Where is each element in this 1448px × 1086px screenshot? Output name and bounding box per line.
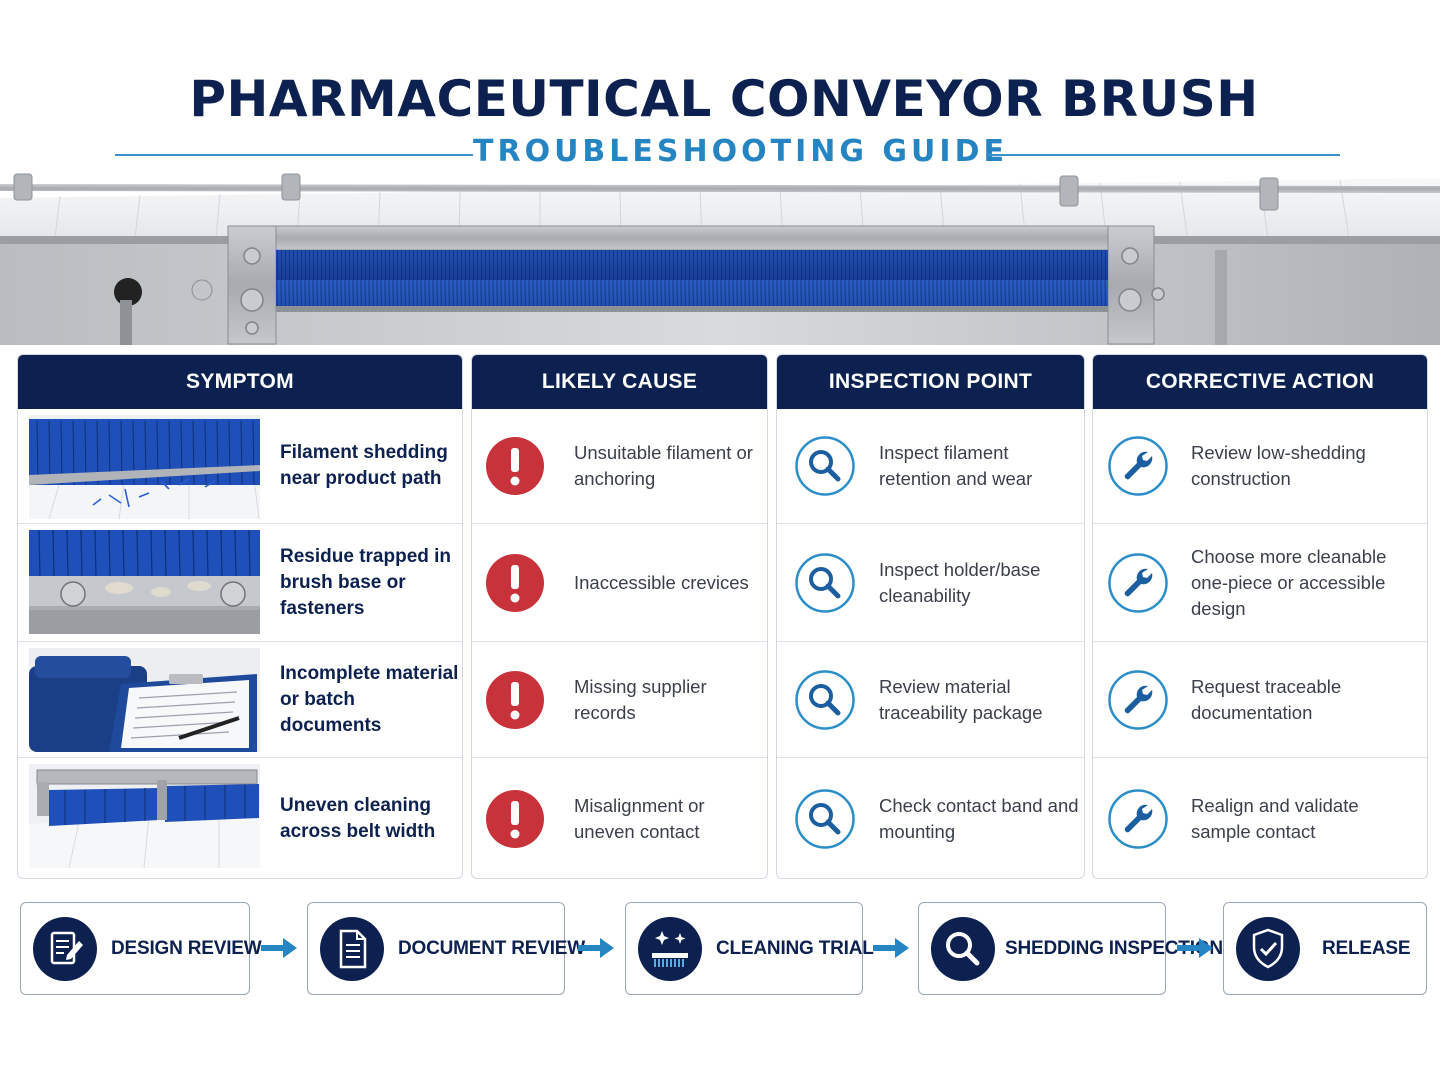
- table-row: Review low-shedding construction: [1093, 409, 1427, 523]
- cause-text: Unsuitable filament or anchoring: [574, 442, 753, 489]
- action-text: Review low-shedding construction: [1191, 442, 1366, 489]
- table-row: Inspect holder/base cleanability: [777, 523, 1084, 641]
- process-step-release: RELEASE: [1223, 902, 1427, 995]
- wrench-icon: [1108, 669, 1168, 730]
- exclamation-icon: [485, 670, 545, 730]
- inspection-text: Inspect holder/base cleanability: [879, 558, 1041, 606]
- cause-text: Misalignment or uneven contact: [574, 795, 705, 842]
- symptom-text: Incomplete material or batch documents: [280, 662, 459, 736]
- subtitle-row: TROUBLESHOOTING GUIDE: [0, 132, 1448, 176]
- documents-thumbnail: [29, 648, 260, 752]
- inspection-text: Check contact band and mounting: [879, 795, 1079, 842]
- table-row: Choose more cleanable one-piece or acces…: [1093, 523, 1427, 641]
- wrench-icon: [1108, 436, 1168, 496]
- symptom-column: SYMPTOM Filament shedding near product p…: [17, 354, 463, 879]
- process-step-label: CLEANING TRIAL: [716, 937, 874, 959]
- process-step-shedding-inspection: SHEDDING INSPECTION: [918, 902, 1223, 995]
- uneven-cleaning-thumbnail: [29, 764, 260, 868]
- process-step-label: DESIGN REVIEW: [111, 937, 262, 959]
- exclamation-icon: [485, 789, 545, 849]
- corrective-action-column-header: CORRECTIVE ACTION: [1093, 355, 1427, 409]
- sparkle-brush-icon: [638, 916, 702, 981]
- cause-text: Inaccessible crevices: [574, 571, 749, 593]
- table-row: Residue trapped in brush base or fastene…: [18, 523, 462, 641]
- magnifier-icon: [795, 552, 855, 613]
- process-step-label: RELEASE: [1322, 937, 1411, 959]
- exclamation-icon: [485, 436, 545, 496]
- subtitle-divider-right: [986, 154, 1340, 156]
- process-step-cleaning-trial: CLEANING TRIAL: [625, 902, 874, 995]
- likely-cause-column-header: LIKELY CAUSE: [472, 355, 767, 409]
- table-row: Misalignment or uneven contact: [472, 757, 767, 878]
- table-row: Check contact band and mounting: [777, 757, 1084, 878]
- page-subtitle: TROUBLESHOOTING GUIDE: [473, 134, 1008, 169]
- symptom-text: Uneven cleaning across belt width: [280, 795, 436, 842]
- residue-thumbnail: [29, 530, 260, 634]
- table-row: Realign and validate sample contact: [1093, 757, 1427, 878]
- process-step-document-review: DOCUMENT REVIEW: [307, 902, 585, 995]
- inspection-point-column: INSPECTION POINT Inspect filament retent…: [776, 354, 1085, 879]
- corrective-action-column: CORRECTIVE ACTION Review low-shedding co…: [1092, 354, 1428, 879]
- action-text: Choose more cleanable one-piece or acces…: [1191, 545, 1387, 619]
- arrow-right-icon: [1175, 936, 1215, 960]
- wrench-icon: [1108, 789, 1168, 849]
- symptom-text: Residue trapped in brush base or fastene…: [280, 545, 452, 619]
- exclamation-icon: [485, 553, 545, 613]
- table-row: Request traceable documentation: [1093, 641, 1427, 757]
- subtitle-divider-left: [115, 154, 473, 156]
- magnifier-icon: [795, 789, 855, 849]
- magnifier-icon: [795, 669, 855, 730]
- action-text: Request traceable documentation: [1191, 675, 1342, 723]
- symptom-text: Filament shedding near product path: [280, 442, 448, 489]
- document-icon: [320, 916, 384, 981]
- inspection-text: Inspect filament retention and wear: [879, 442, 1033, 489]
- table-row: Filament shedding near product path: [18, 409, 462, 523]
- wrench-icon: [1108, 552, 1168, 613]
- table-row: Unsuitable filament or anchoring: [472, 409, 767, 523]
- likely-cause-column: LIKELY CAUSE Unsuitable filament or anch…: [471, 354, 768, 879]
- process-step-design-review: DESIGN REVIEW: [20, 902, 262, 995]
- checklist-pencil-icon: [33, 916, 97, 981]
- process-step-label: DOCUMENT REVIEW: [398, 937, 586, 959]
- action-text: Realign and validate sample contact: [1191, 795, 1359, 842]
- symptom-column-header: SYMPTOM: [18, 355, 462, 409]
- shedding-thumbnail: [29, 415, 260, 519]
- magnifier-icon: [931, 916, 995, 981]
- process-step-label: SHEDDING INSPECTION: [1005, 937, 1223, 959]
- arrow-right-icon: [871, 936, 911, 960]
- table-row: Missing supplier records: [472, 641, 767, 757]
- inspection-text: Review material traceability package: [879, 675, 1043, 723]
- arrow-right-icon: [576, 936, 616, 960]
- conveyor-hero-image: [0, 160, 1440, 345]
- table-row: Inaccessible crevices: [472, 523, 767, 641]
- table-row: Uneven cleaning across belt width: [18, 757, 462, 878]
- cause-text: Missing supplier records: [574, 675, 707, 723]
- arrow-right-icon: [259, 936, 299, 960]
- inspection-point-column-header: INSPECTION POINT: [777, 355, 1084, 409]
- magnifier-icon: [795, 436, 855, 496]
- table-row: Incomplete material or batch documents: [18, 641, 462, 757]
- page-title: PHARMACEUTICAL CONVEYOR BRUSH: [189, 70, 1259, 128]
- shield-check-icon: [1236, 916, 1300, 981]
- table-row: Review material traceability package: [777, 641, 1084, 757]
- table-row: Inspect filament retention and wear: [777, 409, 1084, 523]
